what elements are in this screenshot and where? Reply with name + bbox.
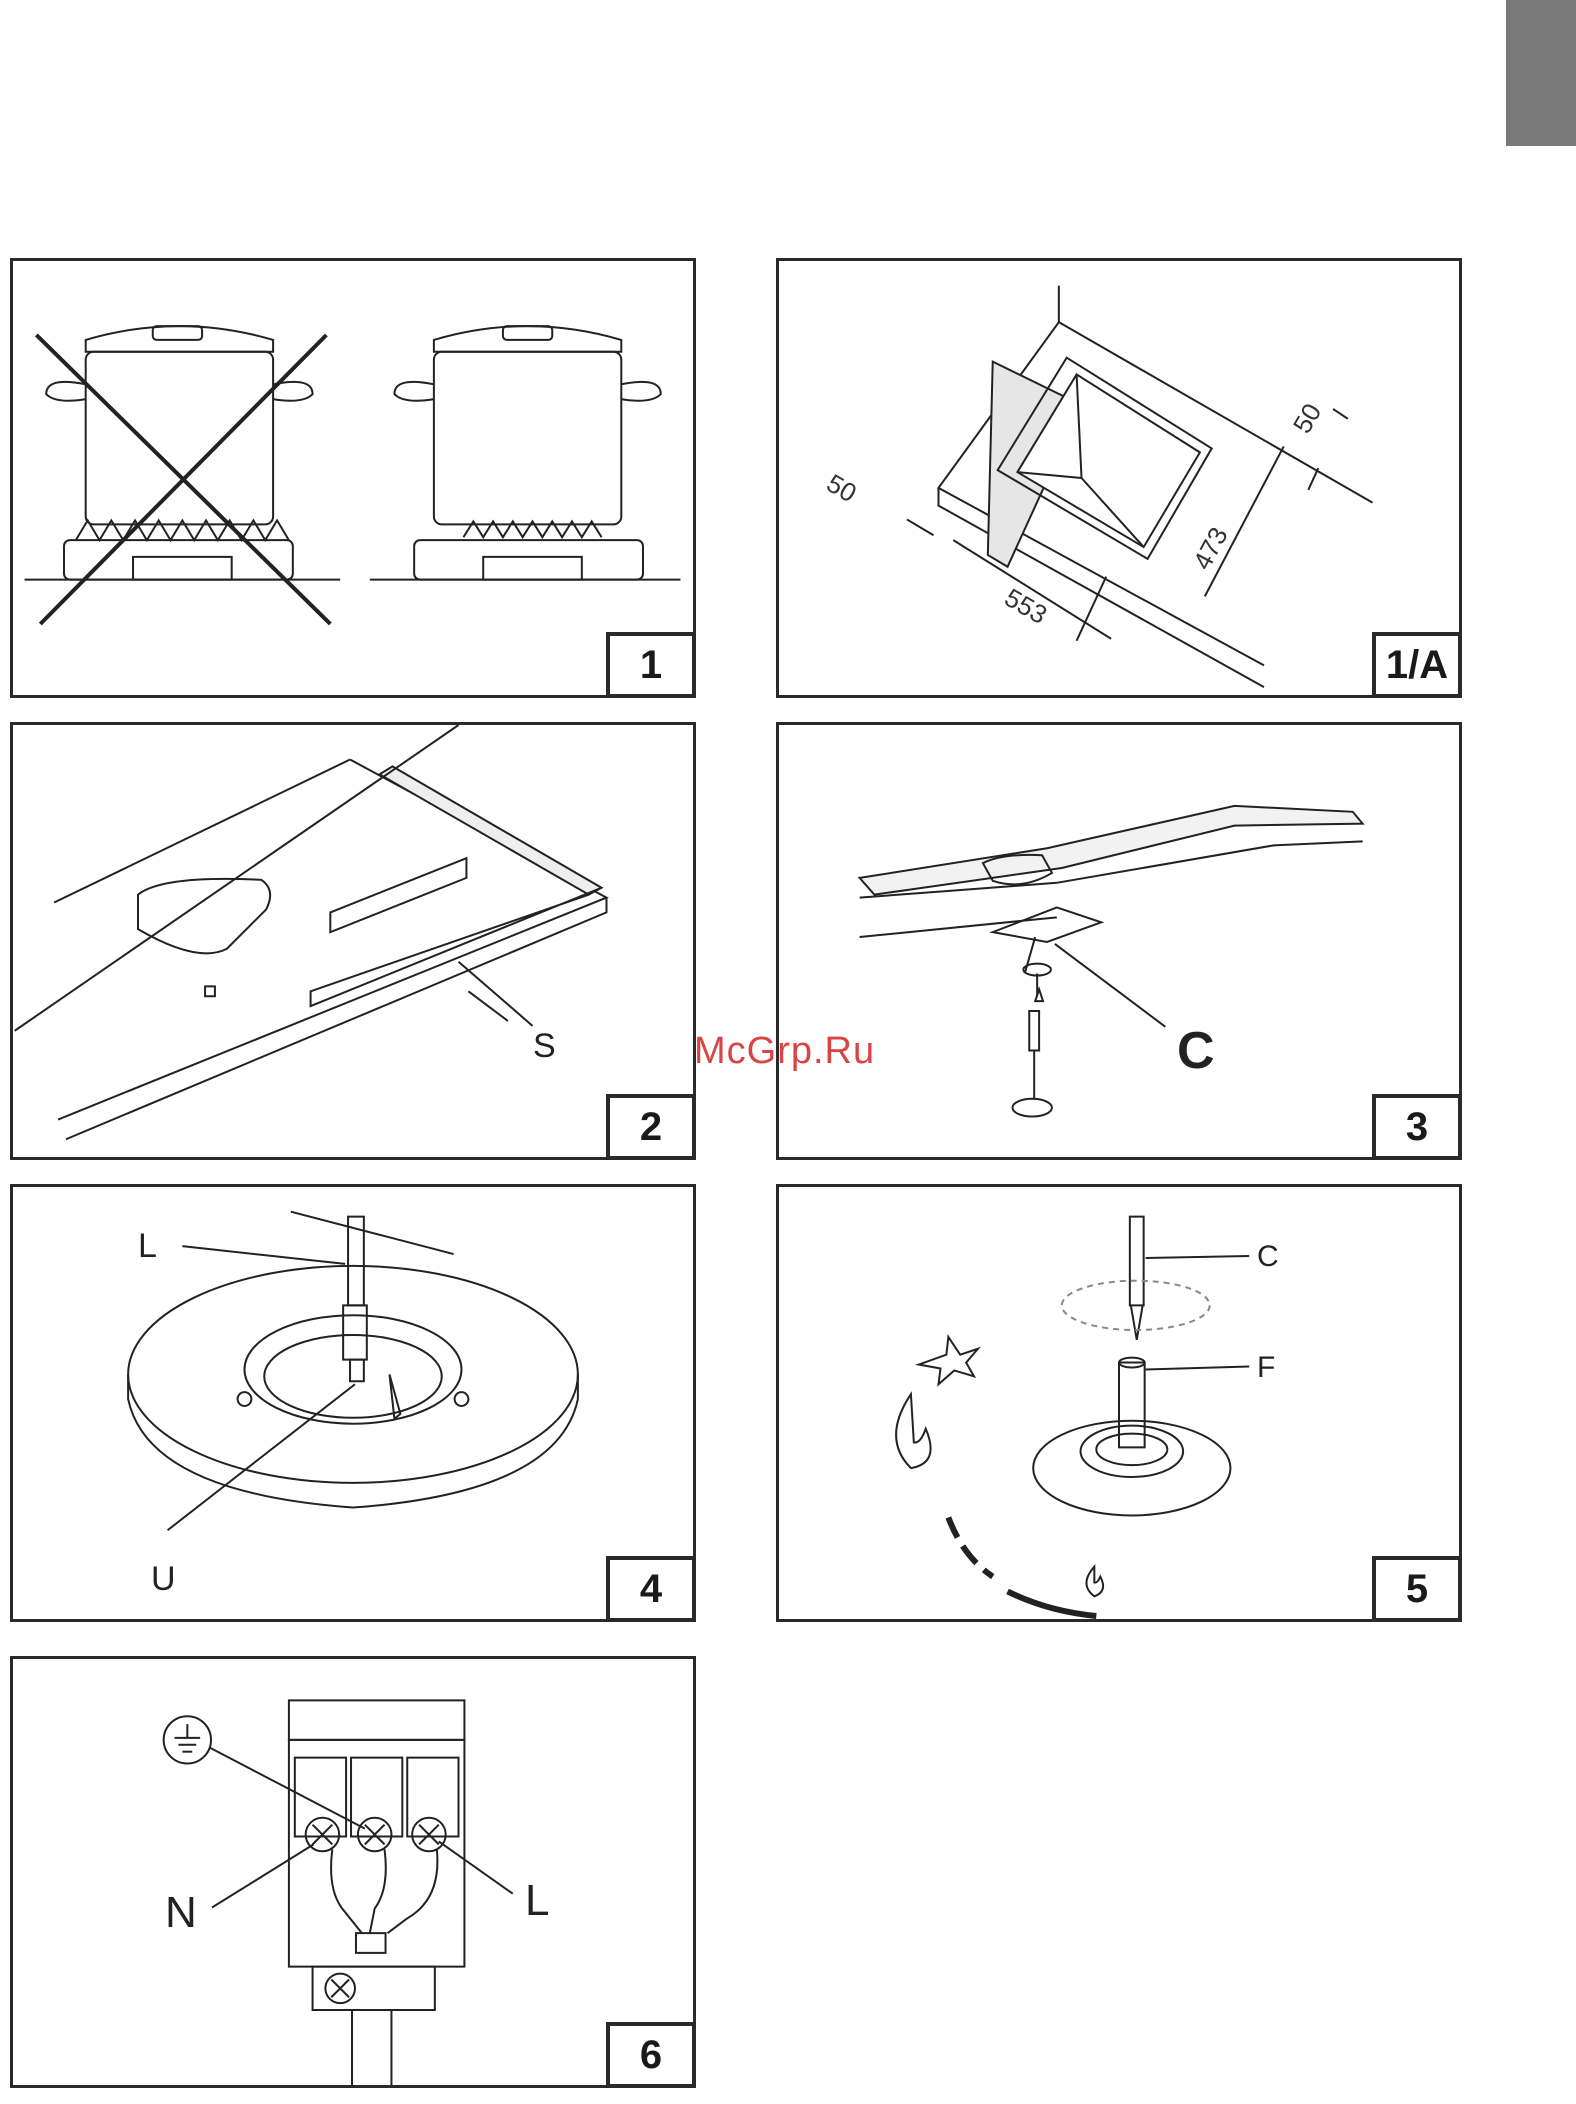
figure-6-drawing [13,1659,693,2085]
figure-1a-drawing [779,261,1459,695]
figure-2-drawing [13,725,693,1157]
label-neutral: N [165,1891,197,1935]
figure-3-drawing [779,725,1459,1157]
figure-5-drawing [779,1187,1459,1619]
figure-2-seal-strip: S 2 [10,722,696,1160]
page-edge-tab [1506,0,1576,146]
figure-number-badge: 4 [606,1556,696,1622]
figure-1a-cutout-dimensions: 50 50 473 553 1/A [776,258,1462,698]
label-injector: U [151,1562,176,1596]
figure-4-drawing [13,1187,693,1619]
figure-1-pot-on-burner: 1 [10,258,696,698]
small-flame-icon [1086,1567,1103,1597]
label-clamp: C [1177,1025,1215,1077]
label-live: L [525,1879,549,1923]
figure-5-minimum-flame-adjustment: C F 5 [776,1184,1462,1622]
figure-number-badge: 1 [606,632,696,698]
figure-6-terminal-block-wiring: N L 6 [10,1656,696,2088]
figure-number-badge: 5 [1372,1556,1462,1622]
figure-3-fixing-bracket: C 3 [776,722,1462,1160]
figure-number-badge: 3 [1372,1094,1462,1160]
label-screwdriver: C [1257,1242,1279,1272]
earth-ground-icon [164,1716,211,1763]
large-flame-icon [896,1394,931,1468]
label-seal: S [533,1029,556,1063]
figure-number-badge: 1/A [1372,632,1462,698]
figure-4-injector-replacement: L U 4 [10,1184,696,1622]
figure-number-badge: 6 [606,2022,696,2088]
figure-1-drawing [13,261,693,695]
label-tap-shaft: F [1257,1353,1275,1383]
figure-number-badge: 2 [606,1094,696,1160]
watermark-text: McGrp.Ru [694,1030,875,1073]
label-spanner: L [138,1229,157,1263]
star-ignition-icon [919,1337,978,1384]
